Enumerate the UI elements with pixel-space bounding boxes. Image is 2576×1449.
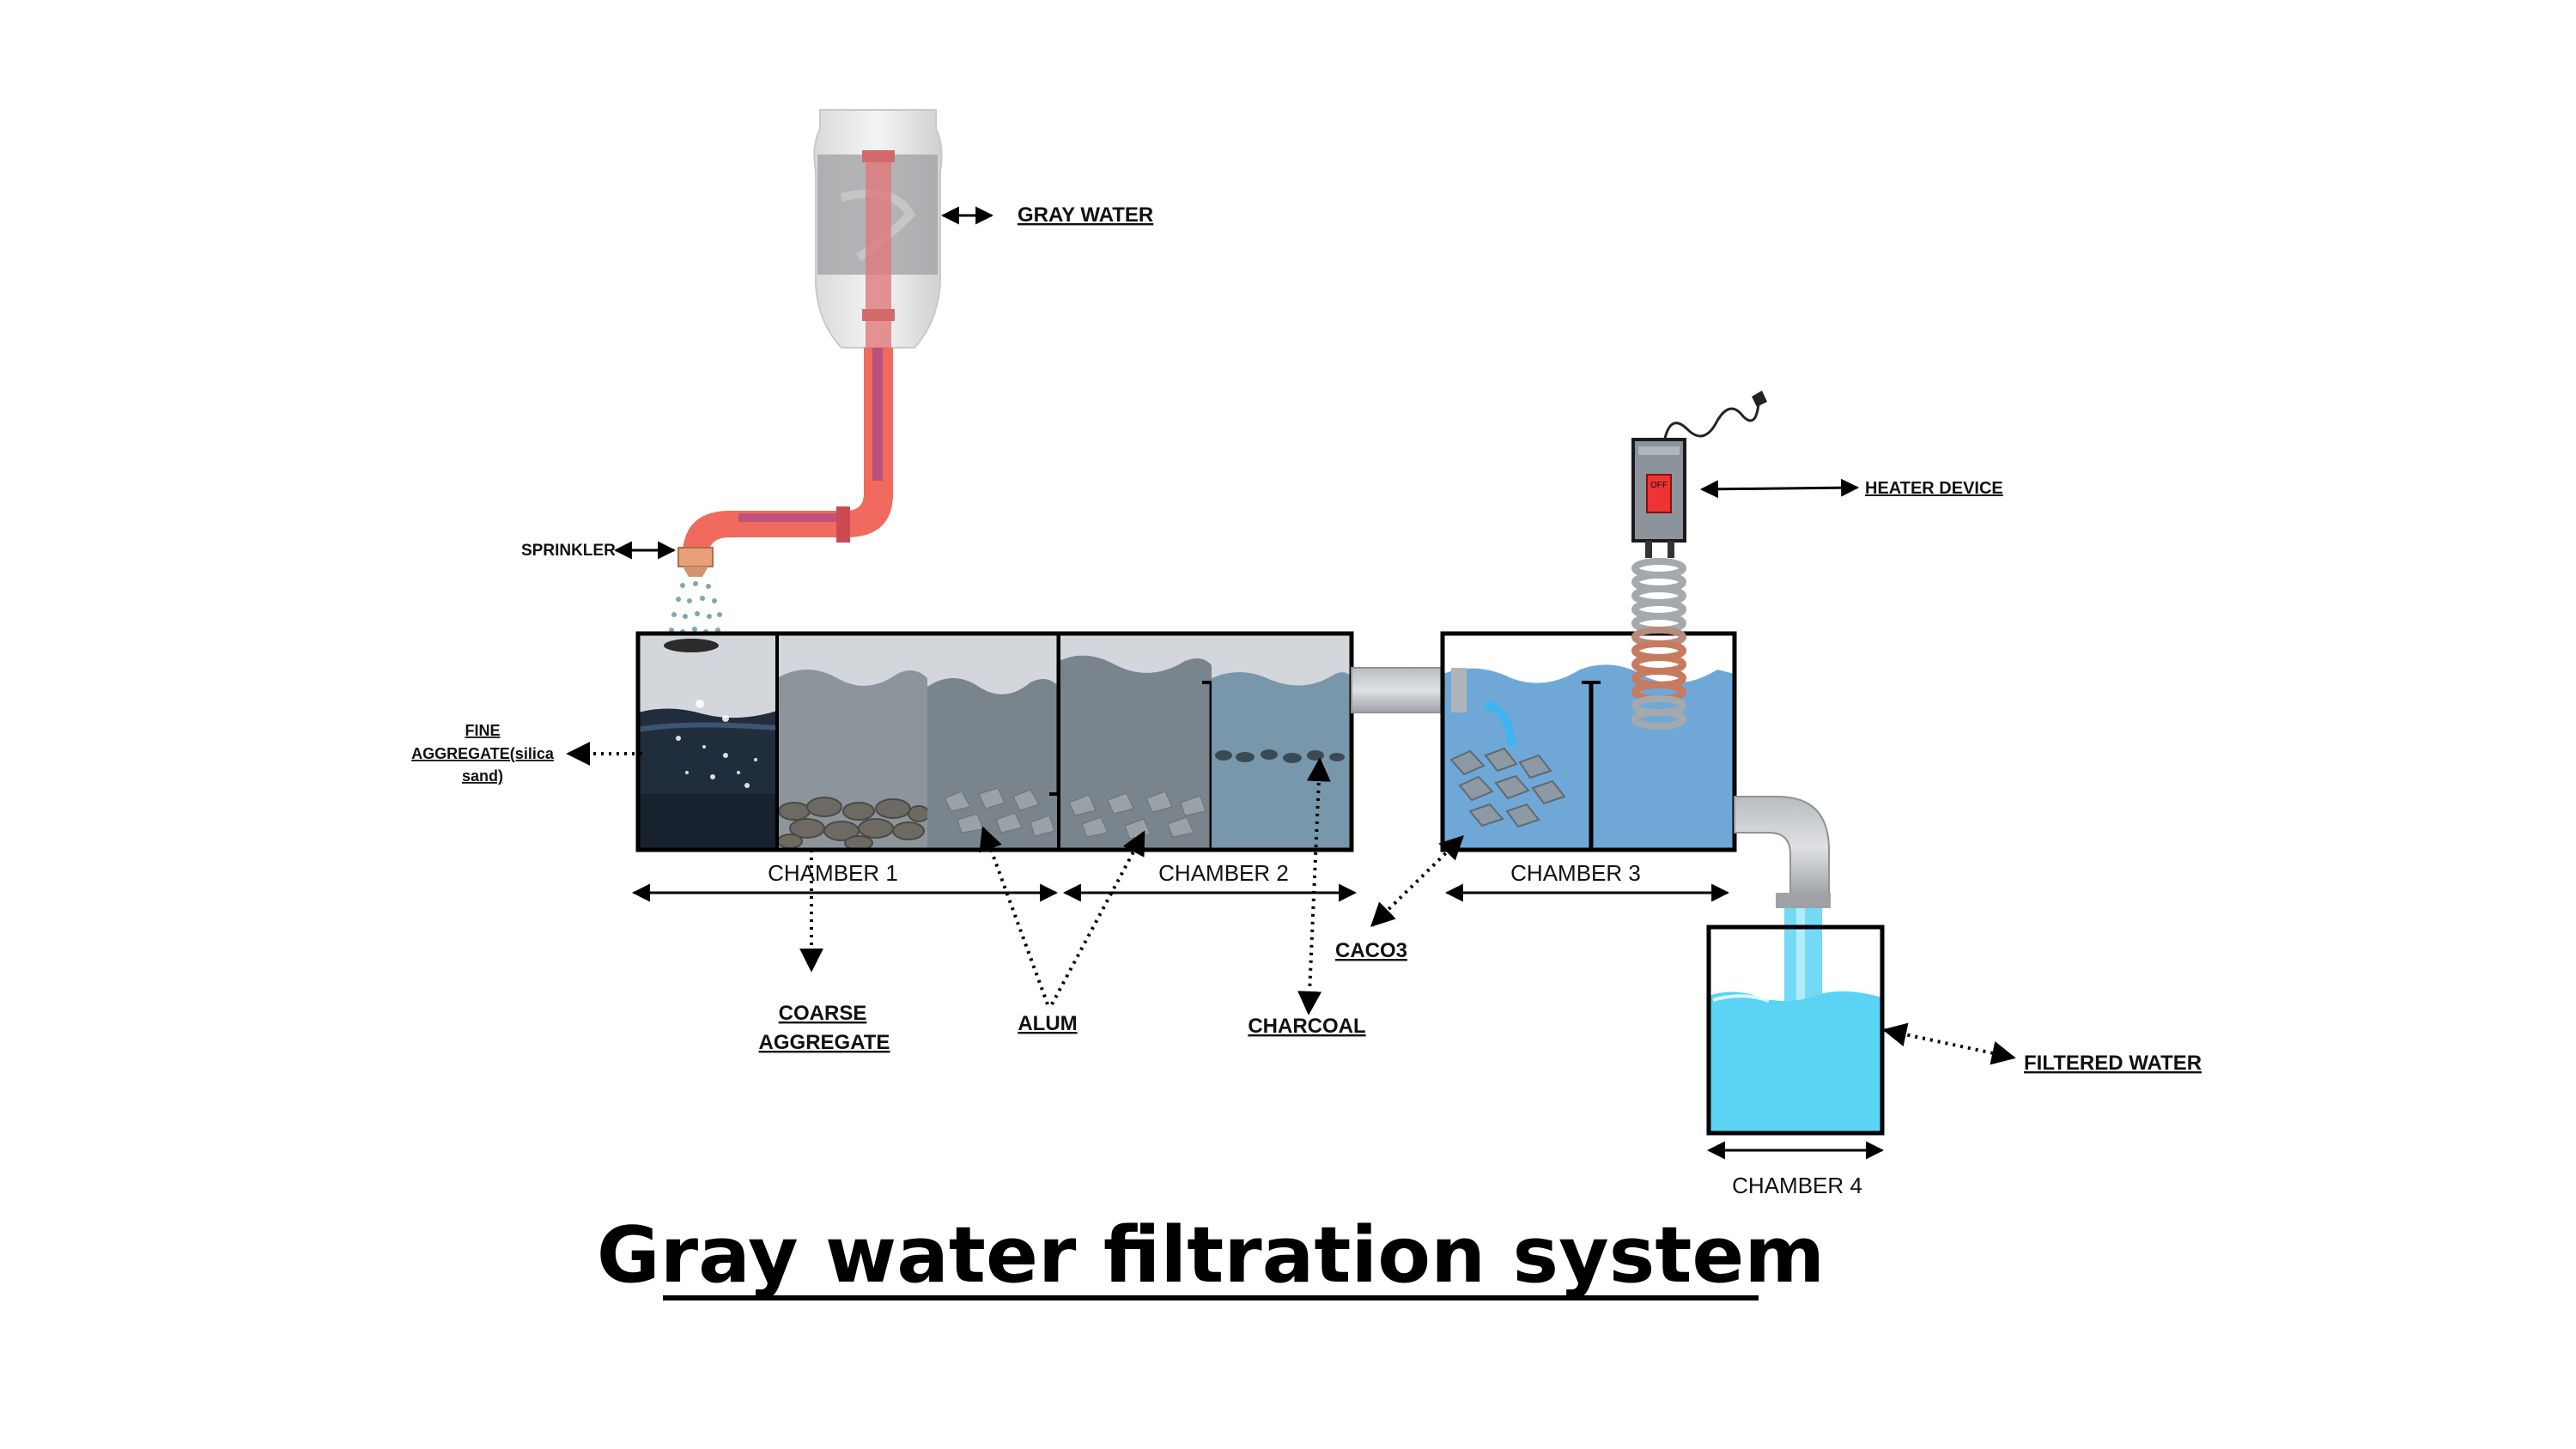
label-fine-aggregate-2: AGGREGATE(silica — [411, 745, 555, 762]
label-coarse-2: AGGREGATE — [759, 1031, 890, 1054]
label-fine-aggregate-3: sand) — [462, 767, 503, 785]
label-chamber-4: CHAMBER 4 — [1732, 1173, 1862, 1198]
label-coarse-1: COARSE — [779, 1002, 867, 1025]
label-gray-water: GRAY WATER — [1018, 203, 1153, 227]
arrow-alum-2 — [1050, 830, 1145, 1005]
feed-pipe — [683, 348, 893, 549]
diagram-title: Gray water filtration system — [597, 1210, 1825, 1300]
heater-coil — [1631, 558, 1686, 730]
outlet-pipe — [1734, 796, 1831, 1016]
label-caco3: CACO3 — [1335, 939, 1407, 962]
main-tank — [635, 631, 1354, 852]
label-fine-aggregate-1: FINE — [465, 722, 500, 739]
label-chamber-1: CHAMBER 1 — [768, 860, 898, 886]
label-filtered-water: FILTERED WATER — [2024, 1052, 2202, 1075]
arrow-caco3 — [1370, 835, 1464, 927]
label-charcoal: CHARCOAL — [1248, 1015, 1365, 1038]
switch-text: OFF — [1650, 481, 1668, 490]
gray-water-bottle — [813, 109, 943, 349]
label-alum: ALUM — [1018, 1012, 1077, 1035]
label-sprinkler: SPRINKLER — [521, 542, 616, 560]
arrow-alum-1 — [979, 826, 1049, 1005]
label-chamber-3: CHAMBER 3 — [1510, 860, 1641, 886]
heater-device: OFF — [1631, 391, 1767, 730]
arrow-heater — [1699, 478, 1860, 499]
chamber-3-tank — [1440, 631, 1737, 852]
label-chamber-2: CHAMBER 2 — [1158, 860, 1289, 886]
arrow-filtered-water — [1882, 1022, 2016, 1065]
label-heater-device: HEATER DEVICE — [1865, 479, 2003, 498]
chamber-4-tank — [1706, 925, 1885, 1136]
